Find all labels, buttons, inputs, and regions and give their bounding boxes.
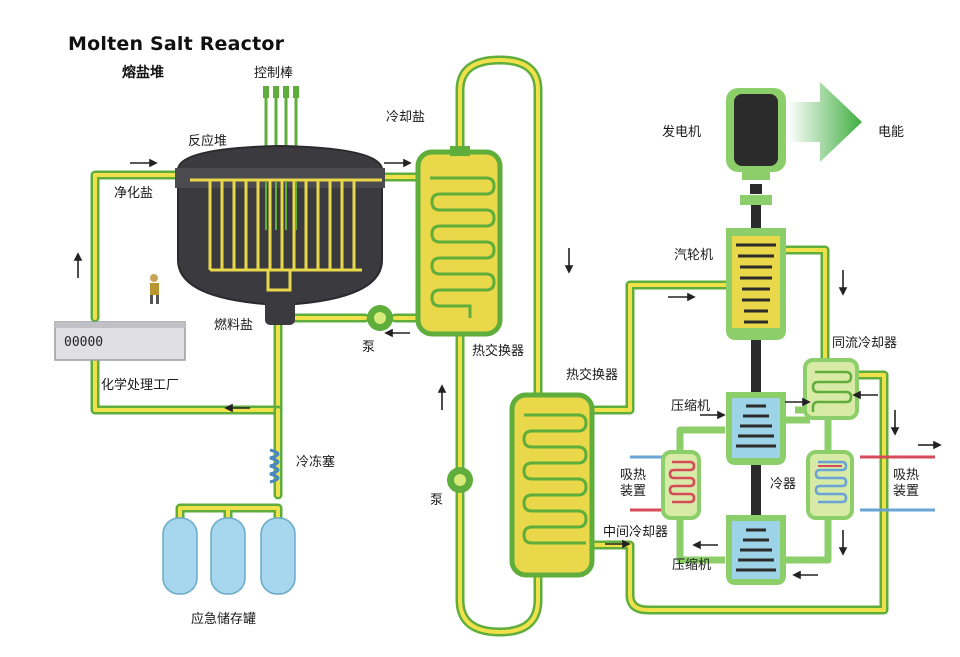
label-heat-absorber-right: 吸热装置 bbox=[892, 468, 919, 499]
freeze-plug bbox=[269, 448, 280, 484]
heat-exchanger-2 bbox=[509, 392, 595, 578]
label-compressor-2: 压缩机 bbox=[672, 558, 712, 573]
label-heat-exchanger-2: 热交换器 bbox=[566, 368, 619, 383]
label-fuel-salt: 燃料盐 bbox=[214, 318, 254, 333]
label-reactor: 反应堆 bbox=[188, 134, 228, 149]
page-subtitle: 熔盐堆 bbox=[122, 65, 164, 81]
turbine bbox=[726, 228, 786, 340]
electricity-arrow bbox=[788, 82, 862, 162]
heat-exchanger-1 bbox=[415, 146, 503, 337]
page-title: Molten Salt Reactor bbox=[68, 33, 285, 55]
label-intercooler: 中间冷却器 bbox=[603, 525, 669, 540]
label-emergency-tanks: 应急储存罐 bbox=[191, 612, 257, 627]
label-pump-2: 泵 bbox=[430, 493, 444, 508]
turbine-shaft bbox=[751, 205, 761, 577]
heat-absorber-left-unit bbox=[661, 450, 701, 520]
label-heat-absorber-left: 吸热装置 bbox=[619, 468, 646, 499]
heat-absorber-stubs bbox=[630, 455, 935, 512]
compressor-2 bbox=[726, 515, 786, 585]
pump-primary bbox=[367, 305, 393, 331]
flow-arrows bbox=[73, 158, 942, 580]
label-compressor-1: 压缩机 bbox=[671, 399, 711, 414]
control-rods bbox=[263, 86, 299, 150]
chem-plant-display: 00000 bbox=[64, 335, 103, 350]
label-turbine: 汽轮机 bbox=[674, 248, 714, 263]
emergency-tanks bbox=[162, 517, 296, 595]
label-freeze-plug: 冷冻塞 bbox=[296, 455, 336, 470]
chemical-processing-plant bbox=[54, 321, 186, 361]
label-pump-1: 泵 bbox=[362, 340, 376, 355]
label-control-rods: 控制棒 bbox=[254, 66, 294, 81]
label-chemical-plant: 化学处理工厂 bbox=[101, 378, 180, 393]
recuperator bbox=[803, 358, 859, 420]
pump-secondary bbox=[447, 467, 473, 493]
label-cooler: 冷器 bbox=[770, 477, 797, 492]
generator bbox=[726, 88, 786, 205]
label-coolant-salt: 冷却盐 bbox=[386, 110, 426, 125]
heat-absorber-right-unit bbox=[806, 450, 854, 520]
label-electricity: 电能 bbox=[878, 125, 905, 140]
label-recuperator: 同流冷却器 bbox=[832, 336, 898, 351]
person-figure bbox=[150, 274, 159, 304]
label-heat-exchanger-1: 热交换器 bbox=[472, 344, 525, 359]
compressor-1 bbox=[726, 392, 786, 465]
reactor-vessel bbox=[175, 144, 385, 325]
label-purified-salt: 净化盐 bbox=[114, 186, 154, 201]
label-generator: 发电机 bbox=[662, 125, 702, 140]
